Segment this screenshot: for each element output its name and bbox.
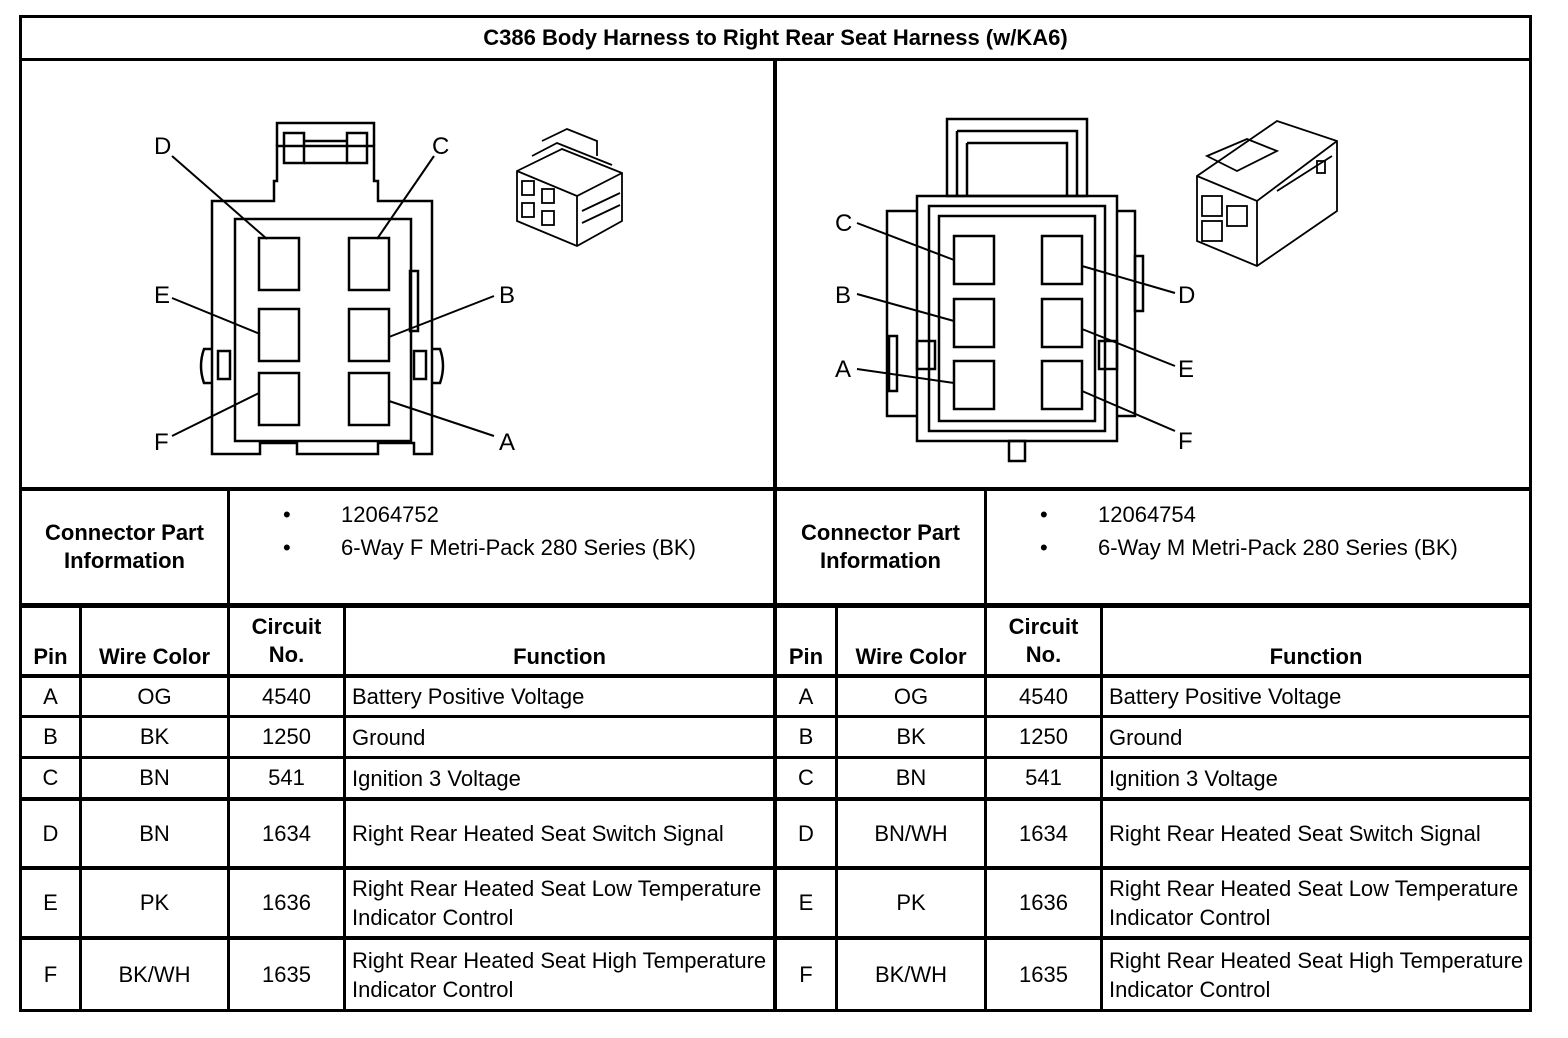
cell-pin: F	[43, 961, 58, 987]
female-connector-face-diagram: D C E B F A	[22, 61, 773, 487]
cell-pin: D	[42, 820, 59, 846]
col-divider	[984, 487, 987, 1012]
part-number: 12064754	[1098, 502, 1196, 527]
part-description: 6-Way F Metri-Pack 280 Series (BK)	[341, 535, 696, 560]
col-divider	[79, 603, 82, 1012]
part-description: 6-Way M Metri-Pack 280 Series (BK)	[1098, 535, 1458, 560]
cell-wire-color: BK/WH	[118, 961, 191, 987]
pin-label-b: B	[835, 282, 851, 309]
cell-function: Ignition 3 Voltage	[1109, 765, 1278, 791]
connector-part-list: •12064754 •6-Way M Metri-Pack 280 Series…	[1040, 498, 1458, 564]
cell-circuit: 1635	[1019, 961, 1068, 987]
pin-label-e: E	[154, 282, 170, 309]
cell-pin: B	[43, 724, 58, 749]
cell-wire-color: BK	[896, 724, 926, 749]
cell-circuit: 1250	[262, 724, 311, 749]
pin-label-d: D	[154, 133, 171, 160]
list-item: •12064754	[1040, 498, 1458, 531]
pin-label-f: F	[1178, 428, 1193, 455]
col-divider	[835, 603, 838, 1012]
cell-function: Ignition 3 Voltage	[352, 765, 521, 791]
cell-circuit: 1636	[262, 890, 311, 915]
cell-circuit: 541	[1025, 765, 1062, 790]
cell-pin: B	[798, 724, 814, 749]
col-header-wire-color: Wire Color	[855, 644, 967, 669]
cell-function: Right Rear Heated Seat High Temperature …	[352, 947, 767, 1002]
cell-circuit: 1635	[262, 961, 311, 987]
col-header-function: Function	[1269, 644, 1363, 669]
cell-function: Right Rear Heated Seat High Temperature …	[1109, 947, 1524, 1002]
cell-circuit: 4540	[262, 683, 311, 709]
male-connector-face-diagram: C D B E A F	[777, 61, 1529, 487]
col-header-pin: Pin	[33, 644, 68, 669]
cell-circuit: 541	[268, 765, 305, 790]
col-header-pin: Pin	[788, 644, 824, 669]
center-divider	[773, 58, 777, 1012]
cell-wire-color: BN/WH	[874, 820, 948, 846]
cell-pin: F	[799, 961, 813, 987]
cell-circuit: 1636	[1019, 890, 1068, 915]
cell-circuit: 4540	[1019, 683, 1068, 709]
col-divider	[343, 603, 346, 1012]
pin-label-d: D	[1178, 282, 1195, 309]
cell-pin: C	[798, 765, 814, 790]
col-divider	[1100, 603, 1103, 1012]
pin-label-f: F	[154, 429, 169, 456]
cell-function: Ground	[352, 724, 426, 750]
cell-function: Battery Positive Voltage	[1109, 684, 1342, 709]
connector-3d-thumbnail	[516, 128, 623, 247]
cell-function: Ground	[1109, 724, 1183, 750]
pin-label-b: B	[499, 282, 515, 309]
col-divider	[227, 487, 230, 1012]
cell-pin: A	[43, 683, 58, 709]
cell-wire-color: BK/WH	[874, 961, 948, 987]
cell-function: Right Rear Heated Seat Switch Signal	[352, 821, 724, 846]
col-header-wire-color: Wire Color	[98, 644, 211, 669]
cell-circuit: 1250	[1019, 724, 1068, 749]
cell-function: Battery Positive Voltage	[352, 684, 585, 709]
cell-pin: A	[798, 683, 814, 709]
connector-3d-thumbnail	[1196, 120, 1338, 268]
cell-wire-color: BK	[139, 724, 170, 749]
cell-function: Right Rear Heated Seat Low Temperature I…	[1109, 876, 1519, 930]
list-item: •6-Way M Metri-Pack 280 Series (BK)	[1040, 531, 1458, 564]
cell-wire-color: BN	[139, 765, 170, 790]
cell-function: Right Rear Heated Seat Switch Signal	[1109, 821, 1481, 846]
cell-wire-color: PK	[896, 890, 926, 915]
col-header-function: Function	[513, 644, 606, 669]
cell-wire-color: OG	[137, 683, 172, 709]
cell-pin: E	[798, 890, 814, 915]
cell-function: Right Rear Heated Seat Low Temperature I…	[352, 876, 762, 930]
part-number: 12064752	[341, 502, 439, 527]
cell-pin: D	[798, 820, 814, 846]
pin-label-c: C	[835, 210, 852, 237]
list-item: •12064752	[283, 498, 696, 531]
pin-label-a: A	[499, 429, 515, 456]
cell-wire-color: PK	[139, 890, 170, 915]
pin-label-a: A	[835, 356, 851, 383]
cell-circuit: 1634	[1019, 820, 1068, 846]
cell-pin: E	[43, 890, 58, 915]
list-item: •6-Way F Metri-Pack 280 Series (BK)	[283, 531, 696, 564]
cell-pin: C	[42, 765, 59, 790]
cell-wire-color: BN	[139, 820, 170, 846]
pin-label-c: C	[432, 133, 449, 160]
connector-part-list: •12064752 •6-Way F Metri-Pack 280 Series…	[283, 498, 696, 564]
diagram-title: C386 Body Harness to Right Rear Seat Har…	[483, 25, 1068, 50]
cell-circuit: 1634	[262, 820, 311, 846]
pin-label-e: E	[1178, 356, 1194, 383]
cell-wire-color: BN	[895, 765, 927, 790]
cell-wire-color: OG	[893, 683, 929, 709]
